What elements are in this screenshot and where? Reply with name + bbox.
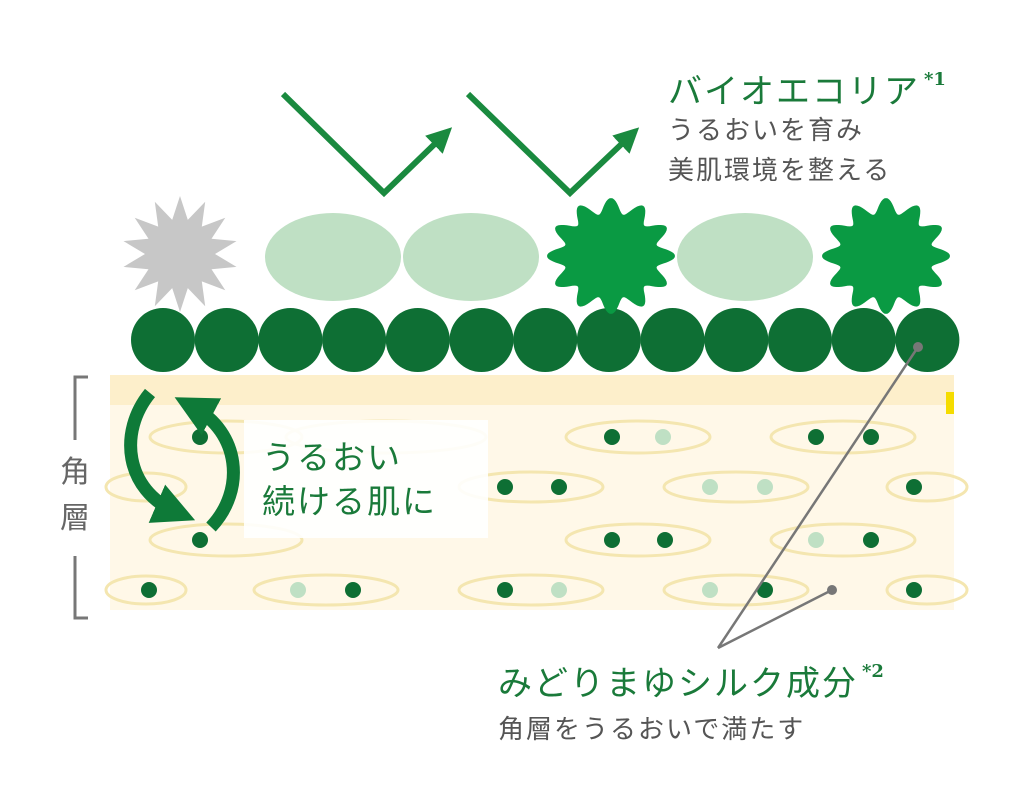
- base-cell-circle: [131, 308, 195, 372]
- stratum-bracket: [73, 375, 88, 620]
- silk-description: 角層をうるおいで満たす: [498, 710, 805, 750]
- silk-particle-dot: [655, 429, 671, 445]
- stratum-label: 角 層: [55, 450, 95, 542]
- wavy-flower-icon: [822, 198, 950, 314]
- silk-particle-dot: [757, 479, 773, 495]
- skin-cell-ellipse: [104, 574, 188, 606]
- skin-cell-ellipse: [769, 419, 917, 455]
- base-cell-circle: [895, 308, 960, 372]
- silk-particle-dot: [702, 582, 718, 598]
- bioecolia-title: バイオエコリア*1: [668, 69, 946, 112]
- moisture-line1: うるおい: [262, 438, 402, 477]
- footnote-marker: *2: [862, 661, 884, 682]
- skin-cell-ellipse: [885, 471, 969, 503]
- silk-particle-dot: [551, 479, 567, 495]
- stratum-corneum-layer: [104, 375, 969, 610]
- silk-particle-dot: [141, 582, 157, 598]
- yellow-marker: [946, 392, 954, 414]
- silk-particle-dot: [906, 582, 922, 598]
- bioecolia-desc-line2: 美肌環境を整える: [668, 156, 892, 186]
- caption-backdrop: [244, 420, 488, 538]
- silk-particle-dot: [551, 582, 567, 598]
- base-cell-circle: [831, 308, 896, 372]
- skin-cell-ellipse: [662, 470, 810, 504]
- silk-particle-dot: [657, 532, 673, 548]
- base-cell-circle: [258, 308, 323, 372]
- silk-particle-dot: [604, 429, 620, 445]
- bioecolia-desc-line1: うるおいを育み: [668, 116, 865, 146]
- silk-particle-dot: [757, 582, 773, 598]
- silk-particle-dot: [808, 429, 824, 445]
- silk-title: みどりまゆシルク成分*2: [498, 661, 884, 704]
- silk-particle-dot: [808, 532, 824, 548]
- silk-particle-dot: [497, 582, 513, 598]
- skin-cell-ellipse: [252, 573, 400, 607]
- silk-particle-dot: [702, 479, 718, 495]
- bioecolia-ellipse: [677, 213, 813, 301]
- base-cell-circle: [385, 308, 450, 372]
- moisture-line2: 続ける肌に: [262, 482, 437, 521]
- footnote-marker: *1: [924, 69, 946, 90]
- silk-particle-dot: [497, 479, 513, 495]
- bioecolia-ellipse: [265, 213, 401, 301]
- base-cell-circle: [449, 308, 514, 372]
- wavy-flower-icon: [547, 198, 675, 314]
- base-cell-circle: [768, 308, 832, 372]
- base-cell-circle: [576, 308, 641, 372]
- skin-cell-ellipse: [457, 573, 605, 607]
- silk-particle-dot: [290, 582, 306, 598]
- silk-particle-dot: [604, 532, 620, 548]
- skin-cell-ellipse: [564, 522, 712, 558]
- spiky-star-icon: [123, 196, 237, 312]
- silk-desc-line1: 角層をうるおいで満たす: [498, 715, 806, 745]
- silk-particles: [141, 429, 922, 598]
- cycle-arrows-icon: [124, 388, 240, 532]
- skin-cell-ellipses: [104, 419, 969, 607]
- base-cell-circle: [194, 308, 259, 372]
- checkmark-arrow-icon: [280, 91, 640, 198]
- base-cell-circle: [513, 308, 578, 372]
- base-cell-circle: [704, 308, 769, 372]
- skin-cell-ellipse: [662, 573, 810, 607]
- bioecolia-ellipse: [403, 213, 539, 301]
- skin-cell-ellipse: [885, 574, 969, 606]
- skin-cell-ellipse: [148, 522, 304, 558]
- leader-lines: [716, 342, 923, 650]
- moisture-caption: うるおい 続ける肌に: [262, 436, 437, 524]
- silk-particle-dot: [863, 429, 879, 445]
- bioecolia-surface-layer: [123, 196, 960, 372]
- base-cell-circle: [640, 308, 705, 372]
- silk-particle-dot: [863, 532, 879, 548]
- silk-particle-dot: [192, 429, 208, 445]
- skin-cell-ellipse: [564, 419, 712, 455]
- stratum-char-2: 層: [60, 501, 90, 536]
- skin-cell-ellipse: [769, 522, 917, 558]
- stratum-char-1: 角: [60, 455, 90, 490]
- base-cell-circle: [322, 308, 387, 372]
- silk-particle-dot: [345, 582, 361, 598]
- silk-particle-dot: [192, 532, 208, 548]
- bioecolia-description: うるおいを育み 美肌環境を整える: [668, 111, 891, 191]
- silk-particle-dot: [906, 479, 922, 495]
